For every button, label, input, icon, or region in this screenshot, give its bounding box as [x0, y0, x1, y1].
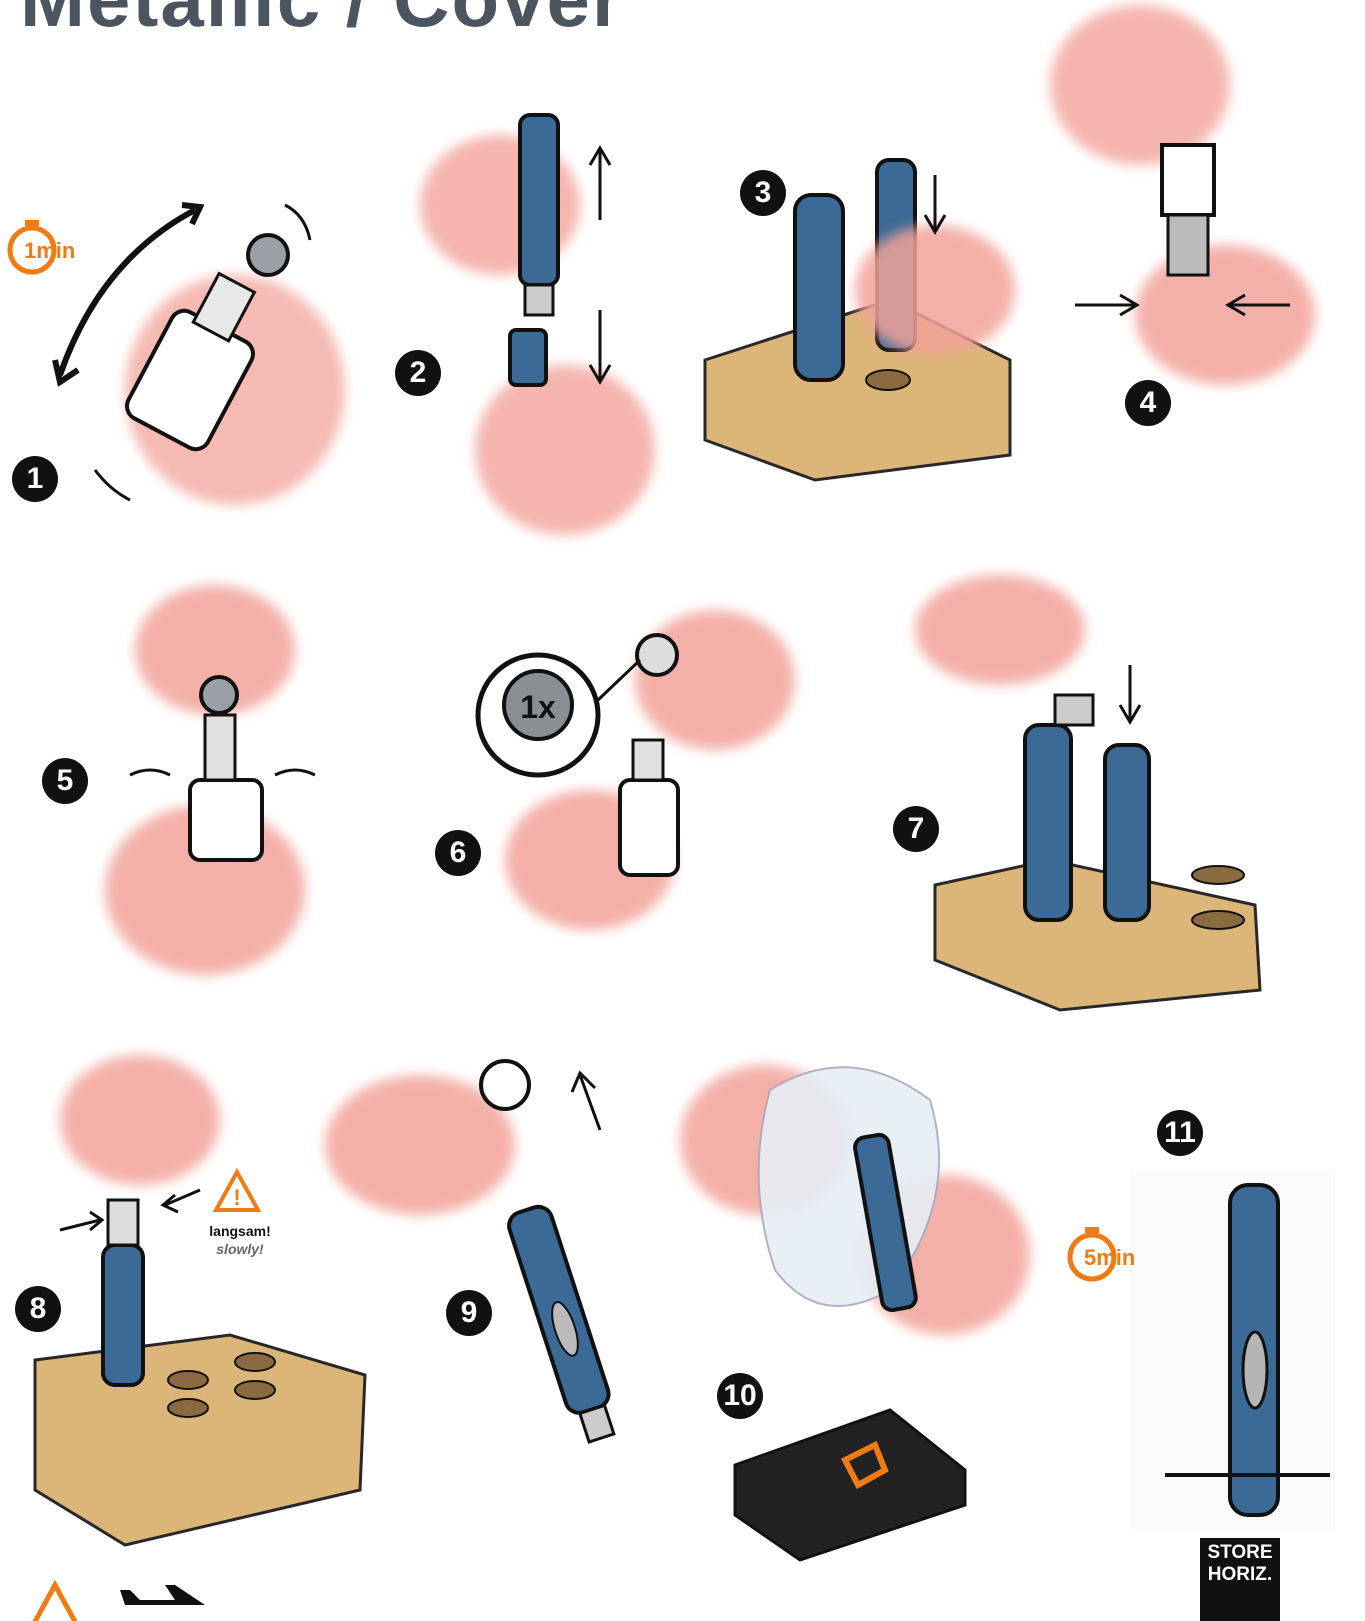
warning-text: langsam! slowly!	[196, 1222, 284, 1258]
step-number-9: 9	[446, 1290, 492, 1336]
step4-illustration	[1050, 5, 1315, 385]
step5-illustration	[105, 585, 315, 975]
step7-illustration	[915, 575, 1260, 1010]
store-badge-line2: HORIZ.	[1200, 1564, 1280, 1586]
step-number-4: 4	[1125, 380, 1171, 426]
step-number-10: 10	[717, 1373, 763, 1419]
step-number-11: 11	[1157, 1110, 1203, 1156]
step10-illustration	[680, 1065, 1030, 1560]
step9-illustration	[325, 1061, 621, 1445]
step8-illustration: !	[35, 1055, 365, 1545]
timer-value: 1	[24, 238, 36, 263]
step-number-1: 1	[12, 456, 58, 502]
svg-text:!: !	[233, 1185, 240, 1210]
warning-text-en: slowly!	[196, 1240, 284, 1258]
inset-label: 1x	[520, 689, 556, 725]
warning-icon	[25, 1585, 85, 1621]
travel-warning-icons	[25, 1585, 205, 1621]
step-number-7: 7	[893, 806, 939, 852]
warning-text-de: langsam!	[196, 1222, 284, 1240]
timer-label-2: 5min	[1084, 1245, 1135, 1271]
store-horizontal-badge: STORE HORIZ.	[1200, 1538, 1280, 1621]
step2-illustration	[420, 115, 655, 535]
step-number-2: 2	[395, 350, 441, 396]
timer-unit: min	[1096, 1245, 1135, 1270]
step11-illustration	[1130, 1170, 1335, 1530]
timer-label-1: 1min	[24, 238, 75, 264]
step6-illustration: 1x	[478, 610, 795, 930]
step-number-8: 8	[15, 1286, 61, 1332]
step1-illustration	[55, 205, 345, 505]
store-badge-line1: STORE	[1200, 1542, 1280, 1564]
airplane-icon	[120, 1585, 205, 1605]
step-number-6: 6	[435, 830, 481, 876]
step-number-5: 5	[42, 758, 88, 804]
step-number-3: 3	[740, 170, 786, 216]
timer-unit: min	[36, 238, 75, 263]
timer-value: 5	[1084, 1245, 1096, 1270]
